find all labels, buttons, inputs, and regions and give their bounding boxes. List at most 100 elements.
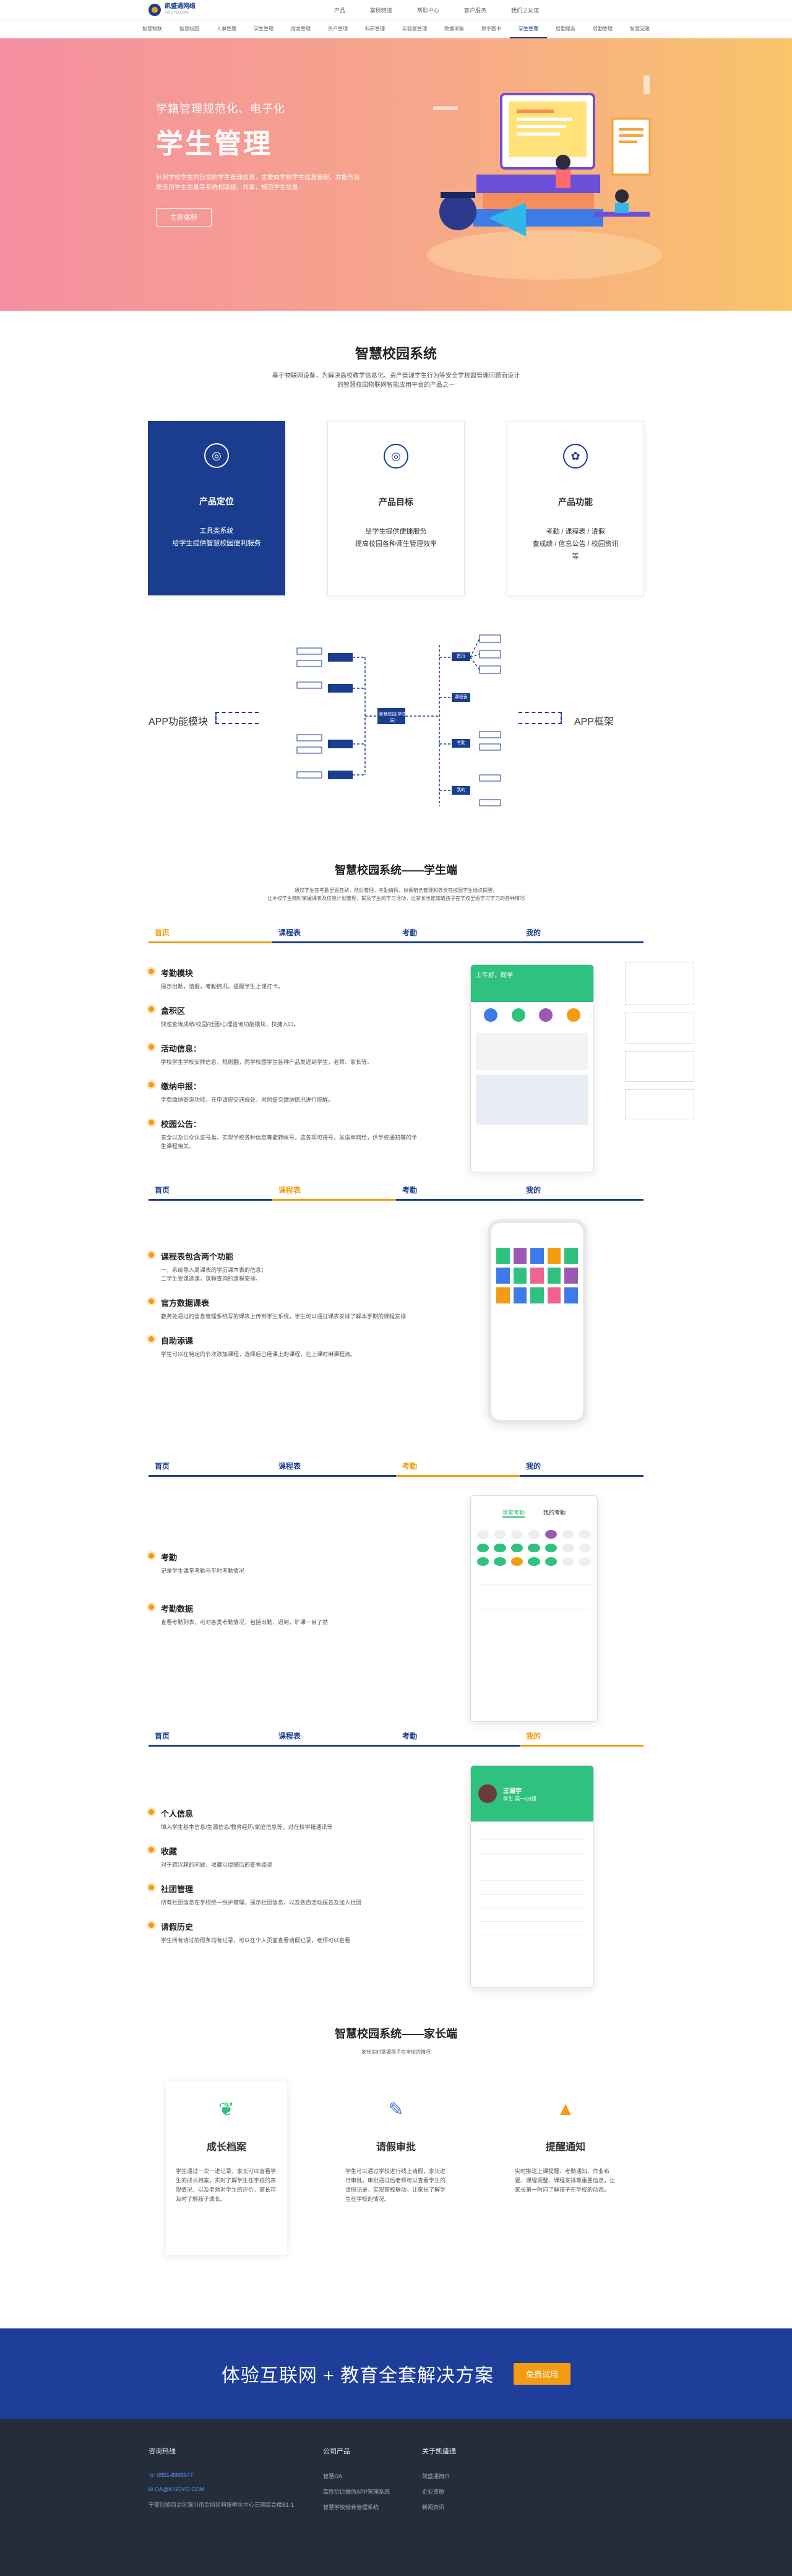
calendar-grid [471,1524,597,1572]
tab-attendance[interactable]: 考勤 [402,928,418,937]
feature-item: 盒积区快速查询成绩/校园/社团/心理咨询功能模块，快捷入口。 [148,1005,421,1029]
sub-nav: 智慧物联 智慧校园 人事管理 学生管理 宿舍管理 资产管理 科研管理 实验室管理… [0,20,792,38]
detail-panel [625,1013,694,1044]
top-nav-item[interactable]: 案例精选 [370,7,393,14]
tab-schedule[interactable]: 课程表 [278,1186,301,1195]
feature-desc: 学生所有请过的假条均有记录，可以在个人页面查看请假记录，老师可以查看 [161,1937,351,1943]
feature-item: 缴纳申报：学费缴纳查询功能，在申请提交违规处，对照提交缴纳情况进行提醒。 [148,1080,421,1104]
diagram-node: 我的 [457,788,465,792]
top-nav-item[interactable]: 客户服务 [464,7,487,14]
footer-contact: 咨询热线 ☏ 0951-8998977 ✉ OA@KISOYO.COM 宁夏回族… [148,2446,294,2516]
top-nav-item[interactable]: 帮助中心 [417,7,440,14]
avatar [478,1784,497,1803]
intro-section: 智慧校园系统 基于物联网设备，为解决高校教学信息化、资产管理学生行为等安全学校园… [0,311,792,824]
card-title: 产品目标 [379,497,413,507]
free-trial-button[interactable]: 免费试用 [514,2362,571,2385]
sub-nav-item[interactable]: 学生管理 [254,26,273,32]
cta-banner: 体验互联网 + 教育全套解决方案 免费试用 [0,2328,792,2419]
tab-attendance[interactable]: 考勤 [402,1186,418,1195]
sub-nav-item[interactable]: 资产管理 [328,26,348,32]
feature-item: 社团管理所有社团信息在学校统一维护管理，展示社团信息，以及各自活动报名及加入社团 [148,1883,421,1907]
feature-desc: 学校学生学校安排信息，规则翻，同学校园学生各种产品发送到学生，老师、家长等。 [161,1059,373,1065]
feature-title: 考勤数据 [161,1604,194,1614]
feature-title: 活动信息： [161,1044,202,1053]
feature-item: 请假历史学生所有请过的假条均有记录，可以在个人页面查看请假记录，老师可以查看 [148,1921,421,1945]
feature-desc: 一，系统导入周课表的学历课本表的信息； 二学生受课选课，课程查询的课程安排。 [161,1267,267,1282]
sub-nav-item[interactable]: 智慧党建 [630,26,650,32]
calendar-tab[interactable]: 课堂考勤 [502,1508,525,1518]
footer-link[interactable]: 凯盛通简介 [422,2473,450,2479]
footer-email[interactable]: ✉ OA@KISOYO.COM [148,2486,205,2492]
intro-title: 智慧校园系统 [355,346,437,361]
tab-home[interactable]: 首页 [155,928,170,937]
feature-title: 收藏 [161,1847,178,1856]
mail-icon: ✉ [148,2486,155,2492]
footer-link[interactable]: 高性价比微信APP管理系统 [323,2489,390,2495]
sub-nav-item[interactable]: 人事管理 [217,26,236,32]
card-text: 工具类系统 给学生提供智慧校园便利服务 [172,527,261,547]
feature-desc: 查看考勤列表，可对各类考勤情况，包括出勤，迟到，旷课一目了然 [161,1619,329,1625]
footer-link[interactable]: 新闻资讯 [422,2504,445,2510]
sub-nav-item[interactable]: 智慧校园 [179,26,199,32]
feature-desc: 对于感兴趣的问题，收藏以便随后的查看阅读 [161,1862,273,1868]
card-text: 考勤 / 课程表 / 请假 查成绩 / 信息公告 / 校园资讯 等 [532,528,619,560]
tab-mine[interactable]: 我的 [526,1186,541,1195]
diagram-right-label: APP框架 [574,717,614,727]
sub-nav-item[interactable]: 科研管理 [365,26,385,32]
target-icon: ◎ [204,443,229,468]
sub-nav-item-active[interactable]: 学生管理 [510,20,547,38]
try-now-button[interactable]: 立即体验 [156,208,212,227]
feature-item: 考勤数据查看考勤列表，可对各类考勤情况，包括出勤，迟到，旷课一目了然 [148,1602,421,1627]
footer-link[interactable]: 智慧学校综合管理系统 [323,2504,379,2510]
tab-home[interactable]: 首页 [155,1732,170,1740]
tab-mine[interactable]: 我的 [526,1732,541,1740]
feature-title: 请假历史 [161,1922,194,1932]
target-icon: ◎ [384,444,408,469]
sub-nav-item[interactable]: 后勤服务 [556,26,575,32]
top-nav-item[interactable]: 我们之友谊 [511,7,540,14]
parent-card-notify: ▲ 提醒通知 实时推送上课提醒、考勤通知、作业布置、课程调整、课程安排等重要信息… [505,2081,626,2255]
parent-card-title: 请假审批 [376,2142,416,2153]
footer-link[interactable]: 智慧OA [323,2473,343,2479]
product-card-positioning: ◎ 产品定位 工具类系统 给学生提供智慧校园便利服务 [148,421,285,595]
top-nav-item[interactable]: 产品 [334,7,346,14]
tab-mine[interactable]: 我的 [526,1462,541,1471]
sub-nav-item[interactable]: 后勤管理 [593,26,613,32]
feature-desc: 填入学生基本信息/生源信息/教育经历/家庭信息等，对在校学籍通讯等 [161,1824,333,1830]
sub-nav-item[interactable]: 宿舍管理 [291,26,311,32]
tab-schedule[interactable]: 课程表 [278,928,301,937]
feature-desc: 学费缴纳查询功能，在申请提交违规处，对照提交缴纳情况进行提醒。 [161,1097,334,1103]
footer-phone[interactable]: ☏ 0951-8998977 [148,2472,193,2478]
tab-home[interactable]: 首页 [155,1462,170,1471]
calendar-tab[interactable]: 我的考勤 [543,1510,566,1516]
detail-panel [625,1051,694,1082]
tab-indicator [396,1475,520,1477]
feature-desc: 所有社团信息在学校统一维护管理，展示社团信息，以及各自活动报名及加入社团 [161,1900,362,1906]
feature-title: 社团管理 [161,1885,194,1894]
footer-link[interactable]: 企业资质 [422,2489,445,2495]
app-module-diagram: APP功能模块 APP框架 [0,620,792,824]
sub-nav-item[interactable]: 智慧物联 [142,26,162,32]
top-nav: 产品 案例精选 帮助中心 客户服务 我们之友谊 [334,6,539,14]
feature-mine: 个人信息填入学生基本信息/生源信息/教育经历/家庭信息等，对在校学籍通讯等 收藏… [148,1747,644,2013]
sub-nav-item[interactable]: 数字图书 [481,26,501,32]
feature-desc: 安全以及公众认证号类，实现学校各种信息等能转帐号，这各项可得号，发送单网给，供学… [161,1135,418,1149]
sub-nav-item[interactable]: 实验室管理 [402,26,427,32]
feature-title: 考勤 [161,1553,178,1562]
diagram-node: 首页 [457,654,465,659]
hero-illustration [427,76,662,280]
footer-heading: 咨询热线 [148,2448,176,2455]
sub-nav-item[interactable]: 数据采集 [444,26,464,32]
hero-description: 针对学校学生的日常的学生管理信息，主要向学校学生信息管理，并能与各类应用学生信息… [156,175,360,191]
tab-schedule[interactable]: 课程表 [278,1732,301,1740]
tab-schedule[interactable]: 课程表 [278,1462,301,1471]
tab-home[interactable]: 首页 [155,1186,170,1195]
footer-address: 宁夏回族自治区银川市金凤区科技孵化中心三期综合楼B1-1 [148,2502,295,2508]
parent-card-growth: ❦ 成长档案 学生通过一次一进记录，家长可以查看学生的成长档案，实时了解学生在学… [166,2081,287,2255]
tab-attendance[interactable]: 考勤 [402,1462,418,1471]
tab-attendance[interactable]: 考勤 [402,1732,418,1740]
feature-desc: 展示出勤，请假，考勤情况，提醒学生上课打卡。 [161,983,284,990]
tab-mine[interactable]: 我的 [526,928,541,937]
